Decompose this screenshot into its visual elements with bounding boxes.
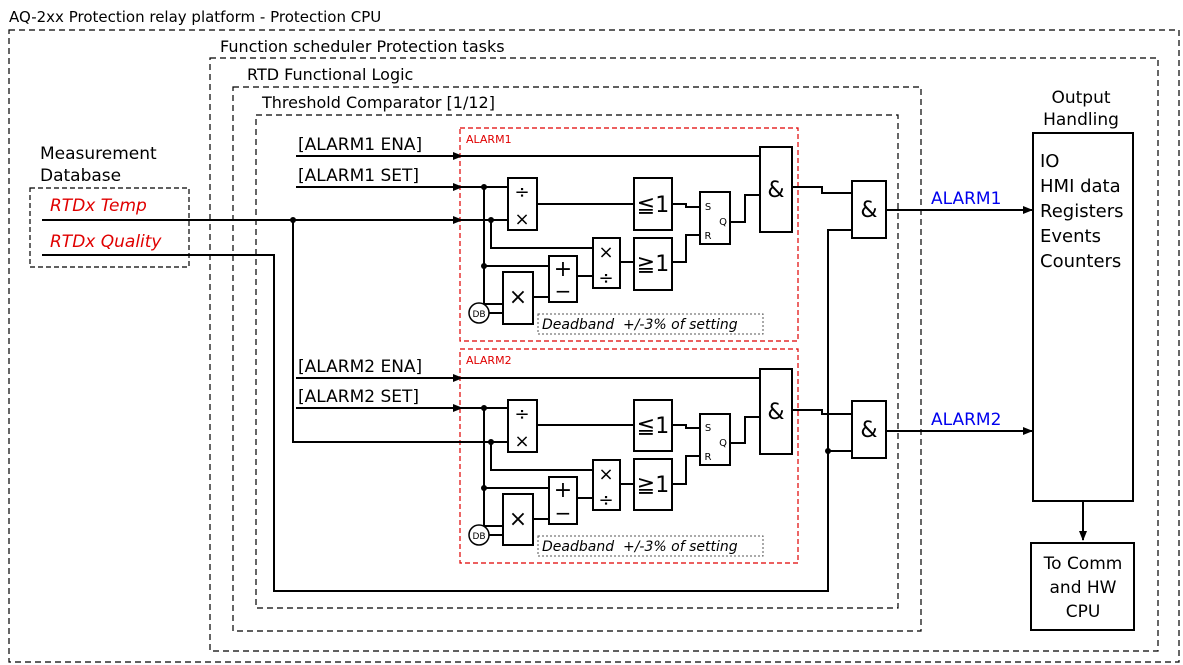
alarm1-ge1-symbol: ≧1: [637, 252, 669, 277]
alarm2-ge1-block: [633, 458, 673, 511]
comparator-title: Threshold Comparator [1/12]: [261, 93, 495, 112]
alarm1-final-and-symbol: &: [860, 198, 877, 223]
scheduler-title: Function scheduler Protection tasks: [220, 37, 505, 56]
alarm2-s-label: S: [705, 423, 711, 434]
alarm1-minus-symbol: −: [555, 279, 572, 303]
output-item-registers: Registers: [1040, 201, 1124, 222]
alarm2-sr-latch: [699, 413, 731, 466]
measurement-db-box: [29, 187, 190, 268]
alarm1-divide2-symbol: ÷: [598, 268, 613, 289]
alarm1-and-block: [759, 146, 793, 233]
alarm1-le1-block: [633, 177, 673, 231]
alarm2-final-and-block: [851, 400, 887, 459]
alarm2-set-label: [ALARM2 SET]: [298, 387, 419, 407]
alarm1-q-label: Q: [719, 217, 727, 228]
alarm1-deadband-box: [537, 313, 764, 335]
alarm2-multiply-divide-block: [592, 459, 621, 511]
alarm2-ena-label: [ALARM2 ENA]: [298, 357, 422, 377]
alarm1-s-label: S: [705, 202, 711, 213]
alarm2-le1-block: [633, 399, 673, 452]
alarm1-r-label: R: [705, 231, 712, 242]
alarm1-times3-symbol: ×: [509, 285, 527, 310]
alarm2-group-box: [459, 348, 799, 564]
rtdx-temp-label: RTDx Temp: [50, 196, 147, 216]
output-item-hmi-data: HMI data: [1040, 176, 1121, 197]
alarm2-deadband-box: [537, 535, 764, 557]
alarm2-r-label: R: [705, 452, 712, 463]
rtd-logic-title: RTD Functional Logic: [247, 65, 413, 84]
alarm2-and-block: [759, 368, 793, 455]
alarm2-group-label: ALARM2: [466, 354, 512, 367]
alarm1-times2-symbol: ×: [598, 242, 613, 263]
wires: [42, 152, 1087, 592]
alarm2-output-label: ALARM2: [931, 410, 1001, 430]
output-item-io: IO: [1040, 151, 1059, 172]
output-handling-items: IO HMI data Registers Events Counters: [1040, 151, 1124, 272]
alarm1-db-circle: [468, 302, 490, 324]
alarm1-and-symbol: &: [767, 178, 784, 203]
alarm2-db-label: DB: [472, 532, 485, 542]
scheduler-box: [209, 57, 1159, 652]
alarm2-multiply-block: [502, 493, 534, 546]
alarm2-minus-symbol: −: [555, 501, 572, 525]
alarm2-le1-symbol: ≦1: [637, 414, 669, 439]
comparator-box: [255, 114, 899, 609]
alarm1-times-symbol: ×: [514, 209, 529, 230]
alarm1-plus-minus-block: [548, 255, 578, 303]
alarm1-ena-label: [ALARM1 ENA]: [298, 135, 422, 155]
comm-line-3: CPU: [1066, 602, 1101, 622]
alarm2-times2-symbol: ×: [598, 464, 613, 485]
measurement-db-title-2: Database: [40, 166, 121, 186]
alarm1-multiply-divide-block: [592, 237, 621, 289]
alarm1-divide-multiply-block: [507, 177, 538, 231]
comm-line-2: and HW: [1050, 578, 1117, 598]
alarm1-deadband-label: Deadband +/-3% of setting: [542, 317, 738, 333]
platform-box: [8, 29, 1180, 663]
alarm2-db-circle: [468, 524, 490, 546]
alarm2-plus-symbol: +: [554, 478, 572, 503]
junction-dots: [290, 184, 831, 491]
alarm1-set-label: [ALARM1 SET]: [298, 166, 419, 186]
alarm2-ge1-symbol: ≧1: [637, 473, 669, 498]
comm-line-1: To Comm: [1043, 554, 1123, 574]
alarm1-multiply-block: [502, 271, 534, 325]
alarm2-divide2-symbol: ÷: [598, 490, 613, 511]
alarm1-group-label: ALARM1: [466, 133, 512, 146]
output-handling-title-2: Handling: [1043, 110, 1119, 130]
comm-box: [1030, 542, 1135, 631]
alarm1-ge1-block: [633, 237, 673, 291]
alarm2-plus-minus-block: [548, 476, 578, 525]
rtd-logic-box: [232, 86, 922, 632]
alarm1-divide-symbol: ÷: [514, 182, 529, 203]
alarm2-final-and-symbol: &: [860, 418, 877, 443]
platform-title: AQ-2xx Protection relay platform - Prote…: [9, 8, 381, 26]
alarm2-deadband-label: Deadband +/-3% of setting: [542, 539, 738, 555]
alarm1-le1-symbol: ≦1: [637, 193, 669, 218]
output-handling-title-1: Output: [1051, 88, 1110, 108]
alarm1-group-box: [459, 127, 799, 342]
alarm1-sr-latch: [699, 191, 731, 245]
alarm2-times-symbol: ×: [514, 431, 529, 452]
alarm2-and-symbol: &: [767, 400, 784, 425]
alarm1-plus-symbol: +: [554, 257, 572, 282]
alarm2-divide-symbol: ÷: [514, 404, 529, 425]
alarm1-db-label: DB: [472, 310, 485, 320]
output-item-events: Events: [1040, 226, 1101, 247]
alarm1-output-label: ALARM1: [931, 189, 1001, 209]
alarm2-times3-symbol: ×: [509, 507, 527, 532]
measurement-db-title-1: Measurement: [40, 144, 157, 164]
rtdx-quality-label: RTDx Quality: [50, 232, 162, 252]
alarm2-q-label: Q: [719, 438, 727, 449]
output-item-counters: Counters: [1040, 251, 1121, 272]
alarm2-divide-multiply-block: [507, 399, 538, 453]
output-handling-box: [1032, 132, 1134, 502]
alarm1-final-and-block: [851, 180, 887, 239]
